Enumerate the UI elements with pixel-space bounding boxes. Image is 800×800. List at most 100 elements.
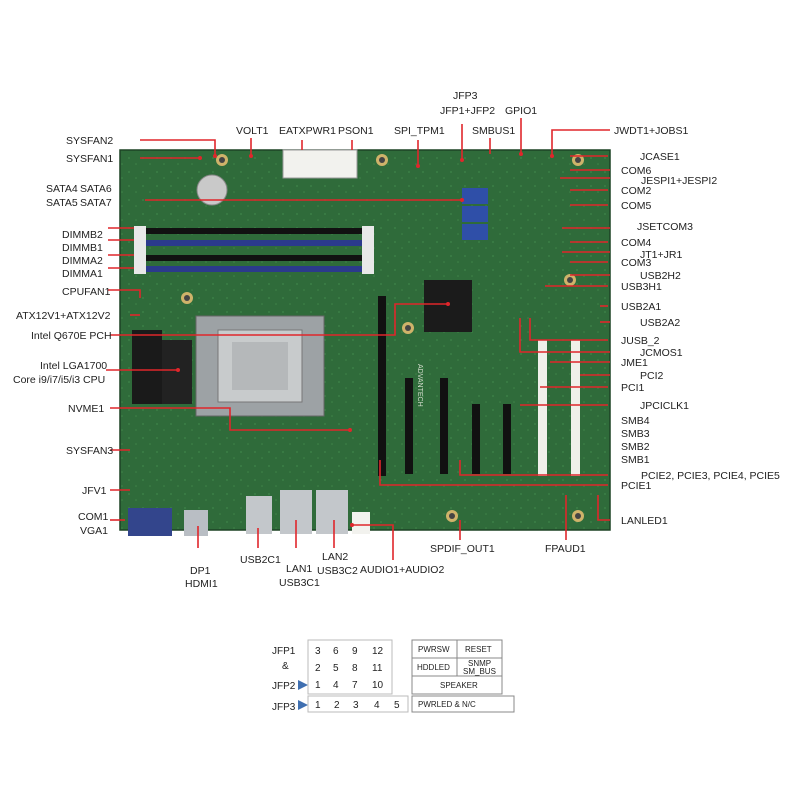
label-vga1: VGA1 bbox=[80, 525, 108, 537]
label-smb3: SMB3 bbox=[621, 428, 650, 440]
cmos-battery bbox=[196, 174, 228, 206]
pin-num: 12 bbox=[372, 646, 384, 657]
legend-snmp: SNMP bbox=[468, 659, 491, 668]
label-pson1: PSON1 bbox=[338, 125, 374, 137]
label-jpciclk1: JPCICLK1 bbox=[640, 400, 689, 412]
label-com3: COM3 bbox=[621, 257, 651, 269]
legend-jfp3-label: JFP3 bbox=[272, 702, 296, 713]
dimm-slots bbox=[134, 226, 374, 274]
eatxpwr1-connector bbox=[282, 149, 358, 179]
label-lanled1: LANLED1 bbox=[621, 515, 668, 527]
legend-pwrled: PWRLED & N/C bbox=[418, 700, 476, 709]
legend-pwrsw: PWRSW bbox=[418, 645, 450, 654]
label-lga1700: Intel LGA1700 bbox=[40, 360, 107, 372]
label-jwdt1-jobs1: JWDT1+JOBS1 bbox=[614, 125, 689, 137]
label-usb3c2: USB3C2 bbox=[317, 565, 358, 577]
label-eatxpwr1: EATXPWR1 bbox=[279, 125, 336, 137]
pin-num: 9 bbox=[352, 646, 358, 657]
pin-num: 3 bbox=[353, 700, 359, 711]
label-com6: COM6 bbox=[621, 165, 651, 177]
label-sysfan1: SYSFAN1 bbox=[66, 153, 113, 165]
label-sysfan3: SYSFAN3 bbox=[66, 445, 113, 457]
jfp3-grid-box bbox=[307, 695, 409, 713]
label-pcie1: PCIE1 bbox=[621, 480, 652, 492]
label-usb2c1: USB2C1 bbox=[240, 554, 281, 566]
label-sata7: SATA7 bbox=[80, 197, 112, 209]
label-usb2a2: USB2A2 bbox=[640, 317, 680, 329]
jfp3-arrow-icon bbox=[298, 700, 308, 710]
label-dimma2: DIMMA2 bbox=[62, 255, 103, 267]
legend-amp: & bbox=[282, 661, 289, 672]
label-jespi: JESPI1+JESPI2 bbox=[641, 175, 717, 187]
pin-num: 8 bbox=[352, 663, 358, 674]
label-sysfan2: SYSFAN2 bbox=[66, 135, 113, 147]
legend-jfp1-label: JFP1 bbox=[272, 646, 296, 657]
front-panel-pin-legend: JFP1 & JFP2 JFP3 3 6 9 12 2 5 8 11 1 4 7… bbox=[272, 639, 515, 713]
legend-hddled: HDDLED bbox=[417, 663, 450, 672]
jfp2-arrow-icon bbox=[298, 680, 308, 690]
label-gpio1: GPIO1 bbox=[505, 105, 537, 117]
label-dimma1: DIMMA1 bbox=[62, 268, 103, 280]
pin-num: 6 bbox=[333, 646, 339, 657]
io-ports bbox=[128, 490, 370, 536]
cpu-socket bbox=[195, 315, 325, 417]
label-volt1: VOLT1 bbox=[236, 125, 269, 137]
label-jfv1: JFV1 bbox=[82, 485, 107, 497]
label-com1: COM1 bbox=[78, 511, 108, 523]
label-dp1: DP1 bbox=[190, 565, 211, 577]
label-jfp1-jfp2: JFP1+JFP2 bbox=[440, 105, 495, 117]
label-jt1-jr1: JT1+JR1 bbox=[640, 249, 682, 261]
leader-dots bbox=[176, 152, 554, 527]
label-q670e: Intel Q670E PCH bbox=[31, 330, 112, 342]
expansion-slots bbox=[378, 296, 580, 476]
pcb-board: ADVANTECH bbox=[119, 149, 611, 536]
pwrled-box bbox=[411, 695, 515, 713]
label-fpaud1: FPAUD1 bbox=[545, 543, 586, 555]
label-lan2: LAN2 bbox=[322, 551, 348, 563]
label-jsetcom3: JSETCOM3 bbox=[637, 221, 693, 233]
label-dimmb2: DIMMB2 bbox=[62, 229, 103, 241]
legend-speaker: SPEAKER bbox=[440, 681, 478, 690]
pin-num: 2 bbox=[334, 700, 340, 711]
label-com4: COM4 bbox=[621, 237, 651, 249]
label-spdif: SPDIF_OUT1 bbox=[430, 543, 495, 555]
label-smb1: SMB1 bbox=[621, 454, 650, 466]
label-pci1: PCI1 bbox=[621, 382, 645, 394]
label-pci2: PCI2 bbox=[640, 370, 664, 382]
pin-num: 4 bbox=[333, 680, 339, 691]
label-jfp3: JFP3 bbox=[453, 90, 478, 102]
label-sata6: SATA6 bbox=[80, 183, 112, 195]
vrm-heatsink-left bbox=[132, 330, 162, 404]
label-sata5: SATA5 bbox=[46, 197, 78, 209]
legend-reset: RESET bbox=[465, 645, 492, 654]
label-hdmi1: HDMI1 bbox=[185, 578, 218, 590]
label-jme1: JME1 bbox=[621, 357, 648, 369]
label-lan1: LAN1 bbox=[286, 563, 312, 575]
label-jusb2: JUSB_2 bbox=[621, 335, 660, 347]
jfp3-pin-row: 1 2 3 4 5 bbox=[315, 700, 400, 711]
pin-num: 2 bbox=[315, 663, 321, 674]
component-labels: SYSFAN2 SYSFAN1 VOLT1 EATXPWR1 PSON1 SPI… bbox=[13, 90, 780, 590]
jfp12-grid-box bbox=[307, 639, 393, 695]
board-silk-brand: ADVANTECH bbox=[416, 364, 423, 407]
label-jcase1: JCASE1 bbox=[640, 151, 680, 163]
sata-ports bbox=[462, 188, 488, 240]
label-smb2: SMB2 bbox=[621, 441, 650, 453]
label-jcmos1: JCMOS1 bbox=[640, 347, 683, 359]
pin-num: 11 bbox=[372, 663, 383, 674]
label-usb2h2: USB2H2 bbox=[640, 270, 681, 282]
label-pcie2345: PCIE2, PCIE3, PCIE4, PCIE5 bbox=[641, 470, 780, 482]
pin-num: 3 bbox=[315, 646, 321, 657]
label-usb3c1: USB3C1 bbox=[279, 577, 320, 589]
label-com5: COM5 bbox=[621, 200, 651, 212]
pin-num: 1 bbox=[315, 700, 321, 711]
jfp12-pin-row-2: 2 5 8 11 bbox=[315, 663, 383, 674]
pin-num: 10 bbox=[372, 680, 384, 691]
pin-num: 7 bbox=[352, 680, 358, 691]
legend-jfp2-label: JFP2 bbox=[272, 681, 296, 692]
leader-lines bbox=[106, 118, 610, 560]
label-atx12v: ATX12V1+ATX12V2 bbox=[16, 310, 111, 322]
jfp12-pin-row-1: 3 6 9 12 bbox=[315, 646, 384, 657]
label-cpufan1: CPUFAN1 bbox=[62, 286, 111, 298]
